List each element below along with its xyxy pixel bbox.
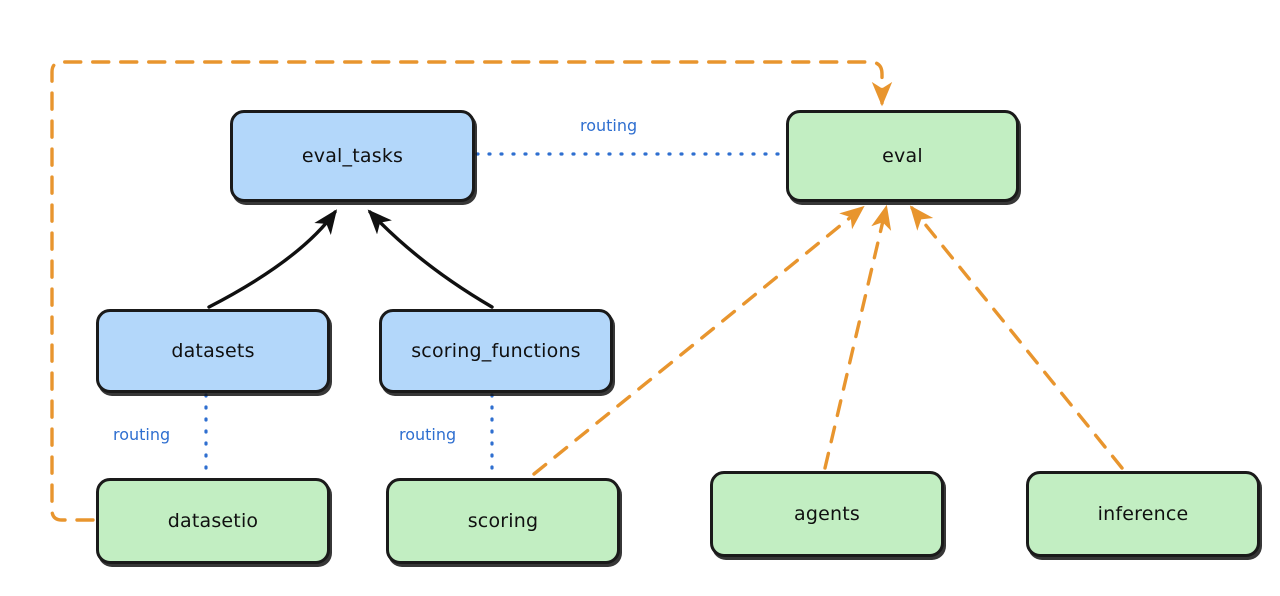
node-datasetio[interactable]: datasetio xyxy=(96,478,330,564)
edge-agents-to-eval xyxy=(823,204,892,470)
node-label: agents xyxy=(794,503,860,525)
edge-label-routing-datasets: routing xyxy=(113,425,171,444)
node-label: datasetio xyxy=(167,510,259,532)
node-label: eval_tasks xyxy=(301,145,404,167)
node-label: datasets xyxy=(171,340,255,362)
node-eval[interactable]: eval xyxy=(786,110,1019,202)
edge-label-routing-scoring-functions: routing xyxy=(399,425,457,444)
node-agents[interactable]: agents xyxy=(710,471,944,557)
edge-scoring-to-eval xyxy=(532,205,865,476)
edge-label-routing-eval-tasks: routing xyxy=(580,116,638,135)
edge-datasets-to-eval_tasks xyxy=(207,209,338,309)
node-scoring-functions[interactable]: scoring_functions xyxy=(379,309,613,393)
node-datasets[interactable]: datasets xyxy=(96,309,330,393)
edge-scoring_functions-to-eval_tasks xyxy=(367,209,494,309)
edge-inference-to-eval xyxy=(909,205,1124,470)
node-label: scoring_functions xyxy=(411,340,581,362)
node-eval-tasks[interactable]: eval_tasks xyxy=(230,110,475,202)
node-scoring[interactable]: scoring xyxy=(386,478,620,564)
node-inference[interactable]: inference xyxy=(1026,471,1260,557)
edge-datasetio-to-eval xyxy=(50,60,893,522)
node-label: inference xyxy=(1097,503,1189,525)
node-label: eval xyxy=(882,145,923,167)
node-label: scoring xyxy=(467,510,539,532)
